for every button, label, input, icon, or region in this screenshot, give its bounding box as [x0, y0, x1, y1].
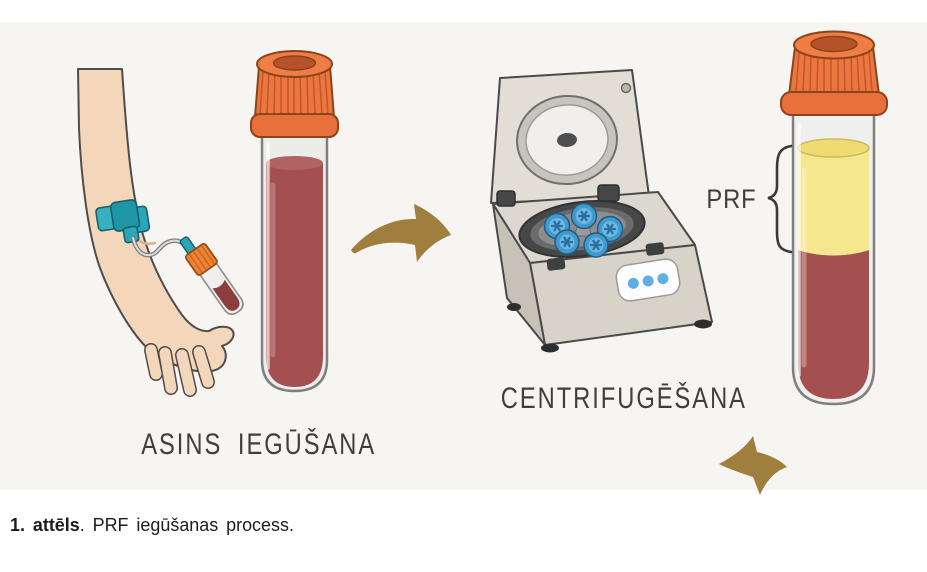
collection-tube [184, 243, 244, 316]
figure-caption: 1. attēls. PRF iegūšanas process. [10, 514, 303, 536]
caption-number: 1. attēls [10, 514, 80, 535]
rotor-tube-caps [543, 202, 624, 258]
panel-button [657, 273, 669, 285]
lid-hole [620, 82, 632, 94]
panel-button [642, 275, 654, 287]
panel-button [627, 277, 639, 289]
curved-arrow-right-icon [351, 204, 451, 262]
prf-label-text: PRF [706, 184, 757, 214]
hinge [496, 190, 516, 207]
hinge [597, 184, 620, 202]
centrifuge-foot [541, 343, 559, 353]
lid-window [516, 94, 618, 186]
illustration-background [0, 22, 927, 490]
fingers [144, 343, 215, 397]
step2-label: CENTRIFUGĒŠANA [468, 382, 756, 416]
curly-brace [767, 144, 793, 254]
latch [546, 257, 566, 271]
arm-illustration [77, 68, 244, 397]
centrifuge-foot [507, 303, 521, 311]
centrifuge-illustration [490, 69, 713, 353]
centrifuge-foot [694, 319, 712, 329]
prf-label: PRF [703, 184, 760, 215]
blood-tube-illustration [250, 50, 339, 393]
latch [645, 242, 665, 256]
caption-text: . PRF iegūšanas process. [79, 514, 294, 535]
step2-label-text: CENTRIFUGĒŠANA [500, 382, 747, 415]
step1-label-text: ASINS IEGŪŠANA [141, 428, 377, 461]
arrow-right-icon [719, 436, 787, 495]
prf-tube-illustration [780, 30, 888, 406]
tourniquet [95, 199, 151, 244]
step1-label: ASINS IEGŪŠANA [110, 428, 374, 462]
control-panel [615, 258, 681, 302]
